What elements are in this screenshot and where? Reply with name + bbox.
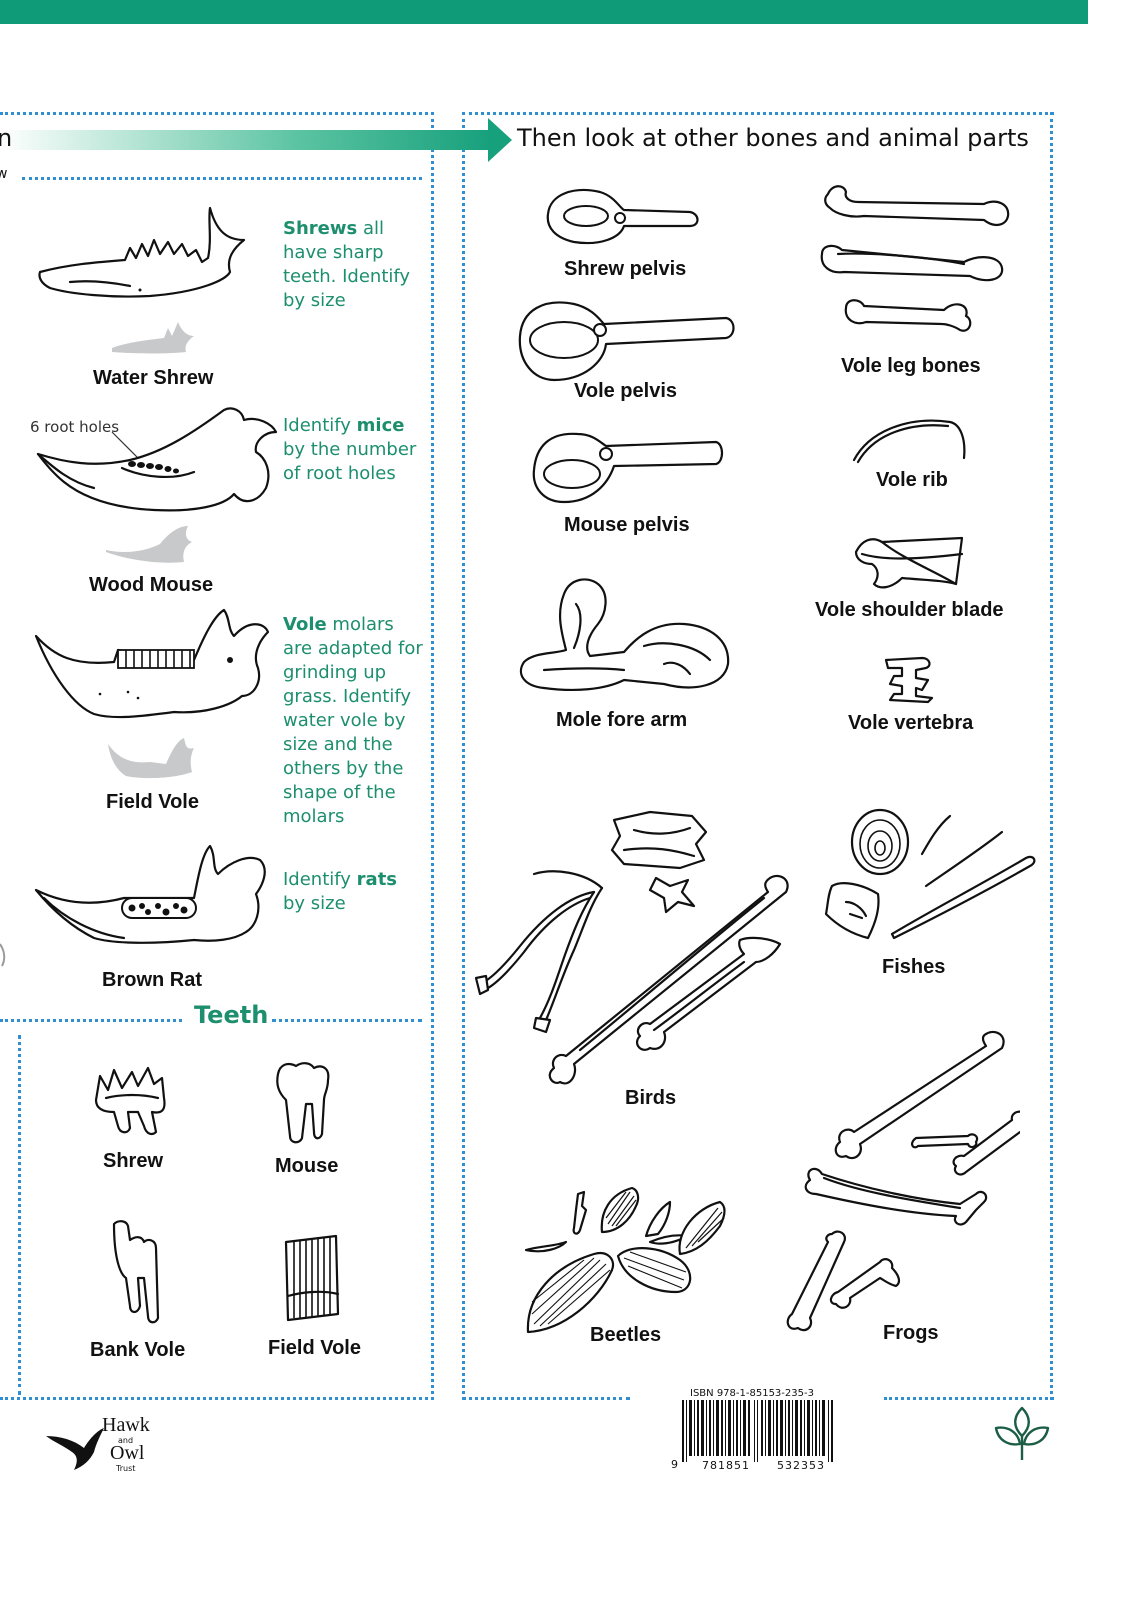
vole-note-rest: molars are adapted for grinding up grass…	[283, 614, 423, 827]
right-frame-top	[462, 112, 1054, 115]
left-frame-bottom	[0, 1397, 434, 1400]
mouse-tooth-illustration	[276, 1062, 330, 1144]
cut-off-edge-illustration	[0, 943, 6, 967]
teeth-frame-left	[18, 1035, 21, 1395]
right-frame-left	[462, 112, 465, 1400]
vole-pelvis-illustration	[518, 301, 735, 382]
mice-note-rest: by the number of root holes	[283, 439, 417, 484]
cut-heading-char: n	[0, 124, 13, 152]
field-vole-tooth-illustration	[284, 1234, 340, 1322]
cut-sub-char: w	[0, 166, 8, 182]
hawk-owl-logo-icon	[46, 1428, 104, 1470]
vole-pelvis-label: Vole pelvis	[574, 380, 678, 402]
vole-note: Vole molars are adapted for grinding up …	[283, 613, 428, 829]
vole-leg-bones-illustration	[820, 185, 1010, 332]
barcode	[682, 1400, 833, 1462]
water-shrew-jaw-illustration	[38, 206, 246, 298]
mice-note-em: mice	[356, 415, 405, 436]
isbn-text: ISBN 978-1-85153-235-3	[690, 1388, 814, 1399]
rats-note-rest: by size	[283, 893, 346, 914]
teeth-bank-vole-label: Bank Vole	[90, 1339, 186, 1361]
shrew-tooth-illustration	[94, 1066, 166, 1136]
logo-trust-text: Trust	[116, 1464, 136, 1473]
field-vole-jaw-illustration	[34, 608, 270, 719]
rats-note-pre: Identify	[283, 869, 357, 890]
top-banner	[0, 0, 1088, 24]
barcode-group-1: 781851	[702, 1459, 750, 1472]
root-holes-label: 6 root holes	[30, 418, 120, 436]
teeth-divider-right	[272, 1019, 422, 1022]
wood-mouse-label: Wood Mouse	[89, 574, 214, 596]
flow-arrow	[0, 118, 512, 162]
right-frame-bottom-left	[462, 1397, 630, 1400]
mole-fore-arm-illustration	[519, 578, 730, 692]
mouse-pelvis-illustration	[532, 432, 724, 504]
brown-rat-jaw-illustration	[34, 844, 266, 944]
root-holes-pointer	[111, 431, 143, 463]
leaf-emblem-icon	[994, 1406, 1050, 1460]
water-shrew-label: Water Shrew	[93, 367, 214, 389]
beetles-label: Beetles	[590, 1324, 662, 1346]
birds-label: Birds	[625, 1087, 677, 1109]
teeth-mouse-label: Mouse	[275, 1155, 339, 1177]
teeth-shrew-label: Shrew	[103, 1150, 164, 1172]
birds-illustration	[474, 810, 789, 1085]
shrews-note-em: Shrews	[283, 218, 358, 239]
rats-note: Identify rats by size	[283, 868, 423, 916]
logo-owl-text: Owl	[110, 1442, 145, 1464]
logo-hawk-text: Hawk	[102, 1414, 150, 1436]
right-frame-right	[1050, 112, 1053, 1400]
beetles-illustration	[524, 1186, 726, 1334]
teeth-divider-left	[0, 1019, 182, 1022]
right-frame-bottom-right	[884, 1397, 1054, 1400]
mouse-pelvis-label: Mouse pelvis	[564, 514, 690, 536]
vole-shoulder-blade-illustration	[854, 536, 964, 589]
left-frame-top	[0, 112, 434, 115]
bank-vole-tooth-illustration	[112, 1220, 160, 1324]
right-heading: Then look at other bones and animal part…	[517, 124, 1029, 152]
rats-note-em: rats	[356, 869, 398, 890]
vole-vertebra-label: Vole vertebra	[848, 712, 974, 734]
barcode-lead-digit: 9	[671, 1458, 678, 1471]
teeth-field-vole-label: Field Vole	[268, 1337, 361, 1359]
shrews-note: Shrews all have sharp teeth. Identify by…	[283, 217, 423, 313]
vole-note-em: Vole	[283, 614, 327, 635]
brown-rat-label: Brown Rat	[102, 969, 202, 991]
vole-leg-bones-label: Vole leg bones	[841, 355, 981, 377]
wood-mouse-jaw-illustration	[36, 407, 278, 512]
frogs-label: Frogs	[883, 1322, 939, 1344]
fishes-label: Fishes	[882, 956, 946, 978]
water-shrew-silhouette	[112, 322, 194, 354]
mice-note: Identify mice by the number of root hole…	[283, 414, 423, 486]
left-frame-right	[431, 112, 434, 1400]
field-vole-label: Field Vole	[106, 791, 199, 813]
mice-note-pre: Identify	[283, 415, 357, 436]
wood-mouse-silhouette	[106, 526, 192, 563]
frogs-illustration	[786, 1030, 1020, 1332]
mole-fore-arm-label: Mole fore arm	[556, 709, 688, 731]
shrew-pelvis-illustration	[546, 188, 699, 245]
shrews-note-rest: all have sharp teeth. Identify by size	[283, 218, 411, 311]
fishes-illustration	[824, 808, 1036, 940]
barcode-group-2: 532353	[777, 1459, 825, 1472]
vole-rib-label: Vole rib	[876, 469, 948, 491]
logo-and-text: and	[118, 1436, 134, 1445]
vole-shoulder-blade-label: Vole shoulder blade	[815, 599, 1004, 621]
teeth-heading: Teeth	[194, 1001, 269, 1029]
left-sub-divider	[22, 177, 422, 180]
field-vole-silhouette	[108, 738, 194, 779]
vole-rib-illustration	[852, 419, 966, 464]
shrew-pelvis-label: Shrew pelvis	[564, 258, 687, 280]
vole-vertebra-illustration	[884, 656, 934, 704]
